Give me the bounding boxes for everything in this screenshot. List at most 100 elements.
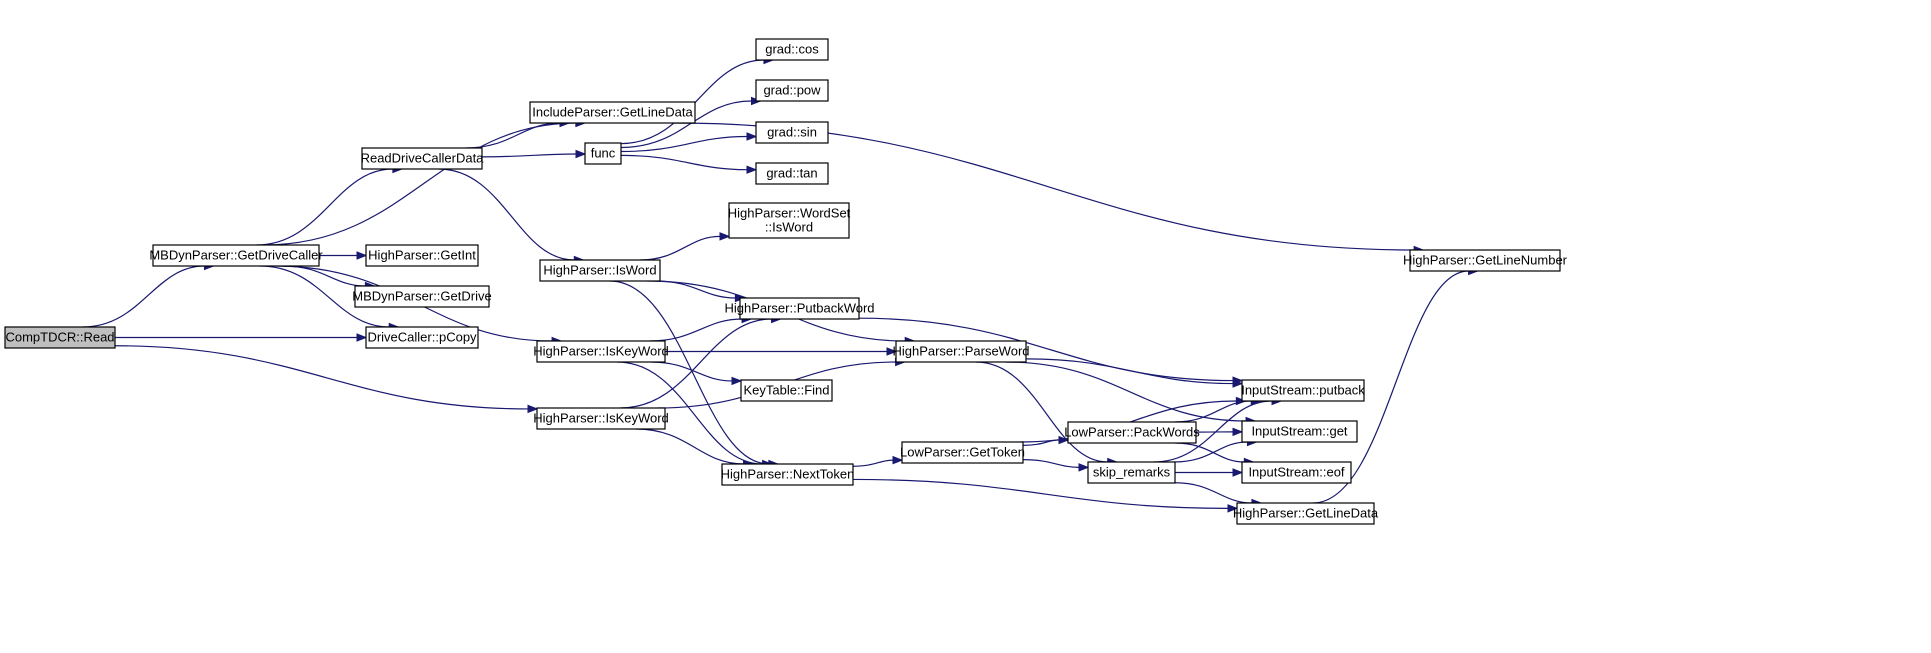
node-box[interactable] xyxy=(755,121,829,144)
node-iseof[interactable]: InputStream::eof xyxy=(1241,461,1352,484)
node-iskeyword2[interactable]: HighParser::IsKeyWord xyxy=(533,407,669,430)
edge-gettoken-to-skipremarks xyxy=(1022,459,1090,472)
node-label: func xyxy=(591,146,616,161)
edge-line xyxy=(975,361,1108,463)
node-label: InputStream::putback xyxy=(1241,383,1365,398)
edge-line xyxy=(609,280,769,465)
node-label: HighParser::PutbackWord xyxy=(724,301,874,316)
node-box[interactable] xyxy=(1241,461,1352,484)
edge-getdrivecaller-to-getint xyxy=(319,251,368,260)
node-keytable[interactable]: KeyTable::Find xyxy=(740,379,833,402)
edge-line xyxy=(1022,439,1060,446)
edge-line xyxy=(1175,442,1245,463)
node-box[interactable] xyxy=(901,441,1024,464)
node-box[interactable] xyxy=(1236,502,1375,525)
node-box[interactable] xyxy=(755,79,829,102)
node-label: grad::sin xyxy=(767,125,817,140)
edge-line xyxy=(263,122,576,246)
edge-packwords-to-isget xyxy=(1195,427,1244,437)
node-gradcos[interactable]: grad::cos xyxy=(755,38,829,61)
node-box[interactable] xyxy=(1241,420,1358,443)
node-gradsin[interactable]: grad::sin xyxy=(755,121,829,144)
node-getdrive[interactable]: MBDynParser::GetDrive xyxy=(352,285,492,308)
node-parseword[interactable]: HighParser::ParseWord xyxy=(892,340,1030,363)
node-label: HighParser::NextToken xyxy=(721,467,855,482)
edge-nexttoken-to-hpgetlinedata xyxy=(852,478,1239,513)
edge-gettoken-to-packwords xyxy=(1022,435,1070,446)
node-hpgetlinedata[interactable]: HighParser::GetLineData xyxy=(1233,502,1379,525)
edge-getdrivecaller-to-includeparser xyxy=(263,118,587,246)
node-label: HighParser::WordSet xyxy=(728,206,851,221)
node-box[interactable] xyxy=(728,202,850,239)
node-readdrive[interactable]: ReadDriveCallerData xyxy=(361,147,485,170)
node-gettoken[interactable]: LowParser::GetToken xyxy=(900,441,1025,464)
node-root[interactable]: CompTDCR::Read xyxy=(4,326,116,349)
arrowhead-icon xyxy=(1078,463,1090,472)
node-iskeyword1[interactable]: HighParser::IsKeyWord xyxy=(533,340,669,363)
node-gradpow[interactable]: grad::pow xyxy=(755,79,829,102)
arrowhead-icon xyxy=(886,347,898,356)
node-getlinenumber[interactable]: HighParser::GetLineNumber xyxy=(1403,249,1568,272)
edge-line xyxy=(616,361,763,465)
nodes-layer: CompTDCR::Read MBDynParser::GetDriveCalle… xyxy=(4,38,1568,525)
node-nexttoken[interactable]: HighParser::NextToken xyxy=(721,463,855,486)
arrowhead-icon xyxy=(1232,379,1244,388)
node-label: HighParser::IsKeyWord xyxy=(533,344,669,359)
node-getdrivecaller[interactable]: MBDynParser::GetDriveCaller xyxy=(149,244,323,267)
node-isword[interactable]: HighParser::IsWord xyxy=(539,259,661,282)
node-isget[interactable]: InputStream::get xyxy=(1241,420,1358,443)
node-box[interactable] xyxy=(529,101,696,124)
node-box[interactable] xyxy=(361,147,483,170)
node-wordset[interactable]: HighParser::WordSet::IsWord xyxy=(728,202,851,239)
node-label: MBDynParser::GetDrive xyxy=(352,289,491,304)
node-skipremarks[interactable]: skip_remarks xyxy=(1087,461,1176,484)
node-box[interactable] xyxy=(1067,421,1197,444)
edge-line xyxy=(1022,459,1080,468)
node-func[interactable]: func xyxy=(584,142,622,165)
node-label: LowParser::GetToken xyxy=(900,445,1025,460)
edge-line xyxy=(438,168,575,261)
node-box[interactable] xyxy=(354,285,490,308)
edge-line xyxy=(481,153,577,158)
node-box[interactable] xyxy=(739,297,860,320)
arrowhead-icon xyxy=(1058,435,1070,445)
node-box[interactable] xyxy=(536,340,666,363)
node-box[interactable] xyxy=(755,162,829,185)
edge-line xyxy=(852,478,1229,509)
node-isputback[interactable]: InputStream::putback xyxy=(1241,379,1365,402)
node-box[interactable] xyxy=(1241,379,1365,402)
node-putback[interactable]: HighParser::PutbackWord xyxy=(724,297,875,320)
node-includeparser[interactable]: IncludeParser::GetLineData xyxy=(529,101,696,124)
node-label: HighParser::IsWord xyxy=(543,263,656,278)
edge-readdrive-to-func xyxy=(481,149,587,159)
node-box[interactable] xyxy=(1409,249,1561,272)
edge-line xyxy=(1174,441,1248,463)
node-packwords[interactable]: LowParser::PackWords xyxy=(1064,421,1200,444)
node-box[interactable] xyxy=(152,244,320,267)
node-pcopy[interactable]: DriveCaller::pCopy xyxy=(365,326,479,349)
edge-line xyxy=(655,280,736,299)
node-box[interactable] xyxy=(365,244,479,267)
node-box[interactable] xyxy=(1087,461,1176,484)
node-box[interactable] xyxy=(895,340,1027,363)
edge-root-to-pcopy xyxy=(114,333,368,342)
edge-iskeyword1-to-parseword xyxy=(665,347,898,356)
node-box[interactable] xyxy=(721,463,854,486)
node-label: InputStream::eof xyxy=(1248,465,1344,480)
node-label: InputStream::get xyxy=(1251,424,1347,439)
node-box[interactable] xyxy=(365,326,479,349)
node-gradtan[interactable]: grad::tan xyxy=(755,162,829,185)
edge-line xyxy=(620,59,764,145)
node-label: ReadDriveCallerData xyxy=(361,151,485,166)
node-box[interactable] xyxy=(584,142,622,165)
node-box[interactable] xyxy=(740,379,833,402)
node-box[interactable] xyxy=(539,259,661,282)
node-label: IncludeParser::GetLineData xyxy=(532,105,693,120)
edge-line xyxy=(639,235,721,261)
node-getint[interactable]: HighParser::GetInt xyxy=(365,244,479,267)
node-box[interactable] xyxy=(4,326,116,349)
node-box[interactable] xyxy=(536,407,666,430)
edge-line xyxy=(283,265,366,287)
node-box[interactable] xyxy=(755,38,829,61)
